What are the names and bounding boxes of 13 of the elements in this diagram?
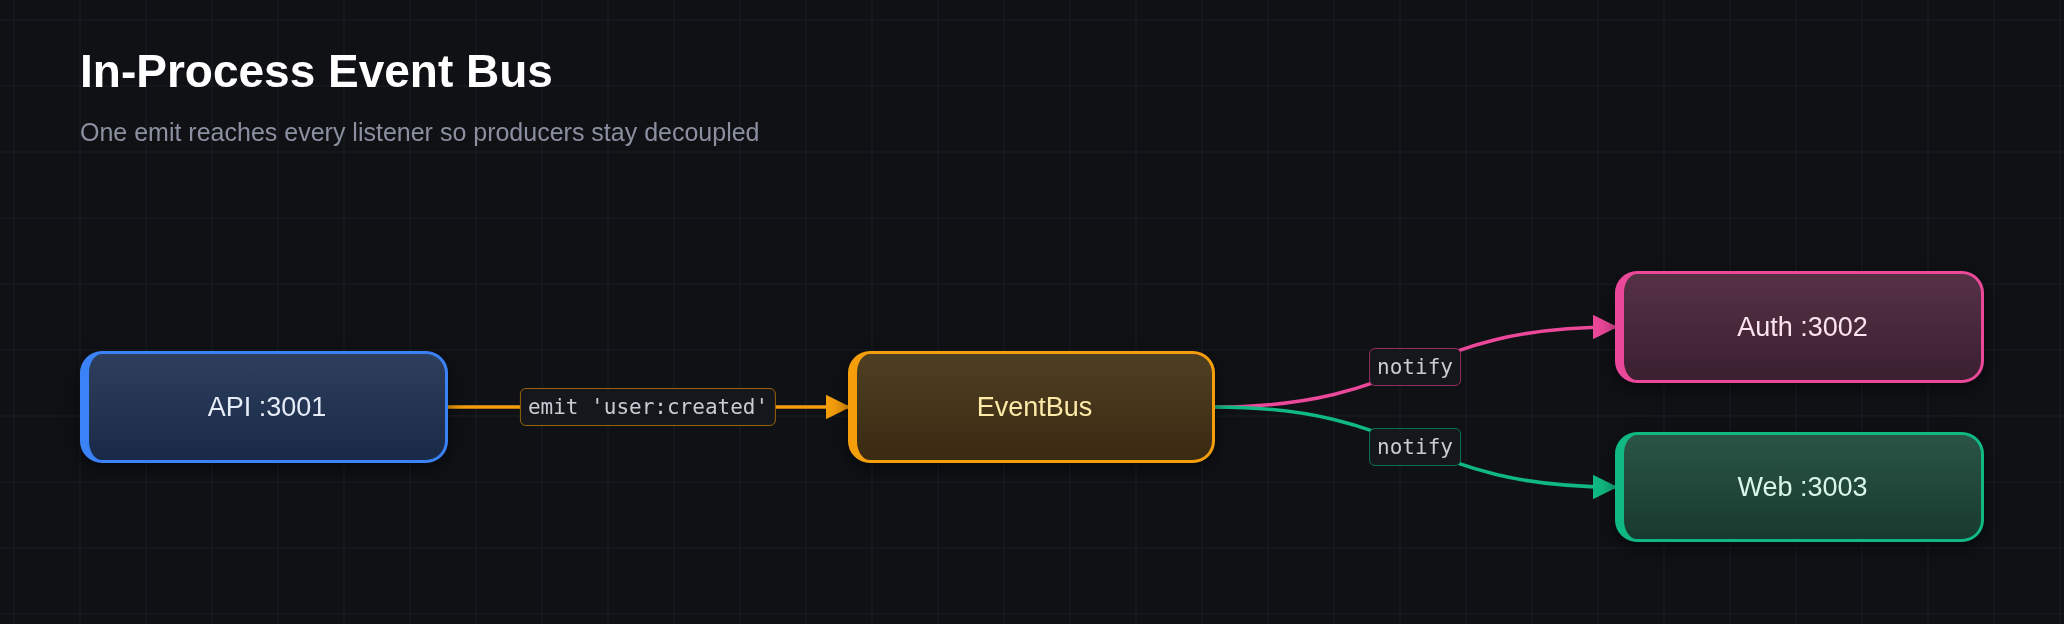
edge-label: notify (1369, 428, 1461, 466)
subtitle: One emit reaches every listener so producers stay decoupled (80, 118, 760, 147)
service-box (1615, 271, 1984, 383)
node-label: API :3001 (207, 391, 327, 423)
service-box (80, 351, 448, 463)
node-label: EventBus (976, 391, 1093, 423)
bus-box (848, 351, 1215, 463)
node-label: Auth :3002 (1737, 311, 1868, 343)
edge-label: emit 'user:created' (519, 388, 777, 426)
service-box (1615, 432, 1984, 542)
edge-label: notify (1369, 348, 1461, 386)
title: In-Process Event Bus (80, 44, 553, 98)
node-label: Web :3003 (1737, 471, 1868, 503)
